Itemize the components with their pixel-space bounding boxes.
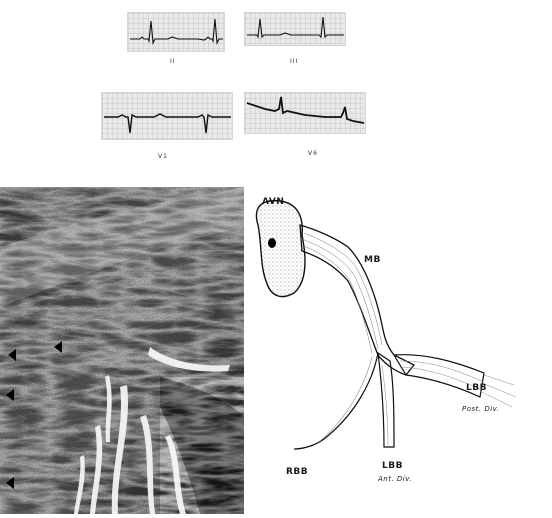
ecg-label-lead-v6: V6 — [308, 150, 318, 157]
label-lbb-anterior: LBB — [382, 461, 403, 471]
ecg-label-lead-v1: V1 — [158, 153, 168, 160]
conduction-system-diagram: AVN MB LBB Post. Div. RBB LBB Ant. Div. — [244, 185, 552, 514]
ecg-trace-lead-v6 — [245, 93, 365, 133]
label-mb: MB — [364, 255, 381, 265]
label-lbb-anterior-division: Ant. Div. — [378, 475, 412, 483]
ecg-trace-lead-v1 — [102, 93, 232, 139]
label-lbb-posterior-division: Post. Div. — [462, 405, 499, 413]
label-lbb-posterior: LBB — [466, 383, 487, 393]
ecg-strip-lead-v1 — [101, 92, 233, 140]
ecg-strip-lead-iii — [244, 12, 346, 46]
histology-photomicrograph — [0, 187, 244, 514]
ecg-strip-lead-v6 — [244, 92, 366, 134]
ecg-label-lead-iii: III — [290, 58, 298, 65]
histology-image — [0, 187, 244, 514]
ecg-trace-lead-ii — [128, 13, 224, 51]
ecg-label-lead-ii: II — [170, 58, 176, 65]
label-rbb: RBB — [286, 467, 308, 477]
label-avn: AVN — [262, 197, 284, 207]
ecg-strip-lead-ii — [127, 12, 225, 52]
ecg-trace-lead-iii — [245, 13, 345, 45]
